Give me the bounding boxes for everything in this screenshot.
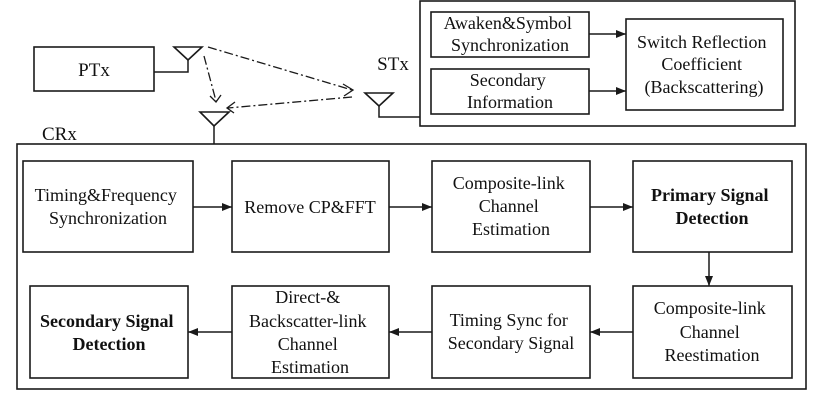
svg-text:Direct-& Backscatter-lin: Direct-& Backscatter-link Channel Estima… (249, 287, 371, 377)
stx-frame (419, 0, 796, 127)
svg-text:Timing&Frequency Synchro: Timing&Frequency Synchronization (35, 185, 182, 228)
direct-backscatter-est-line-2: Backscatter-link (249, 311, 367, 331)
ptx-label: PTx (78, 60, 110, 81)
composite-est-box (431, 160, 591, 253)
crx-block-composite-reest: Composite-link Channel Reestimation (632, 285, 793, 379)
awaken-sync-line-2: Synchronization (451, 35, 569, 55)
composite-est-line-3: Estimation (472, 219, 550, 239)
stx-block-switch-reflection: Switch Reflection Coefficient (Backscatt… (625, 18, 784, 111)
svg-text:Secondary Information: Secondary Information (467, 70, 553, 112)
remove-cp-fft-box (231, 160, 390, 253)
composite-reest-line-2: Channel (680, 322, 740, 342)
timing-freq-sync-box (22, 160, 194, 253)
switch-reflection-line-2: Coefficient (661, 54, 742, 74)
crx-antenna-icon (198, 111, 232, 128)
stx-label: STx (377, 54, 409, 75)
link-ptx-to-crx-arrowhead (209, 94, 222, 104)
stx-antenna-icon (362, 92, 396, 108)
primary-detect-line-2: Detection (676, 208, 749, 228)
crx-block-primary-detect: Primary Signal Detection (632, 160, 793, 253)
direct-backscatter-est-box (231, 285, 390, 379)
timing-sync-secondary-box (431, 285, 591, 379)
crx-block-timing-freq-sync: Timing&Frequency Synchronization (22, 160, 194, 253)
timing-freq-sync-line-2: Synchronization (49, 208, 167, 228)
ptx-antenna-icon (171, 46, 205, 62)
wireless-links (203, 46, 355, 114)
composite-reest-line-3: Reestimation (665, 345, 760, 365)
svg-text:Primary Signal Detection: Primary Signal Detection (651, 185, 773, 228)
direct-backscatter-est-line-1: Direct-& (275, 287, 340, 307)
secondary-info-line-2: Information (467, 92, 553, 112)
direct-backscatter-est-line-4: Estimation (271, 357, 349, 377)
crx-block-secondary-detect: Secondary Signal Detection (29, 285, 189, 379)
ptx-box (33, 46, 155, 92)
svg-text:Switch Reflection Coeffi: Switch Reflection Coefficient (Backscatt… (637, 32, 771, 98)
timing-sync-secondary-line-1: Timing Sync for (450, 310, 568, 330)
link-ptx-to-stx-arrowhead (342, 83, 355, 97)
secondary-detect-line-1: Secondary Signal (40, 311, 174, 331)
primary-detect-line-1: Primary Signal (651, 185, 769, 205)
composite-est-line-2: Channel (479, 196, 539, 216)
timing-freq-sync-line-1: Timing&Frequency (35, 185, 177, 205)
stx-block-awaken-sync: Awaken&Symbol Synchronization (430, 11, 590, 58)
svg-text:Awaken&Symbol Synchroniz: Awaken&Symbol Synchronization (444, 13, 577, 55)
crx-block-timing-sync-secondary: Timing Sync for Secondary Signal (431, 285, 591, 379)
link-ptx-to-stx (207, 46, 353, 91)
ptx-antenna-feed (154, 60, 189, 73)
stx-block-secondary-info: Secondary Information (430, 68, 590, 115)
awaken-sync-line-1: Awaken&Symbol (444, 13, 572, 33)
crx-frame (16, 143, 807, 390)
svg-text:Secondary Signal Detecti: Secondary Signal Detection (40, 311, 178, 354)
switch-reflection-line-1: Switch Reflection (637, 32, 766, 52)
crx-block-direct-backscatter-est: Direct-& Backscatter-link Channel Estima… (231, 285, 390, 379)
stx-antenna-feed (378, 106, 420, 118)
composite-reest-box (632, 285, 793, 379)
secondary-info-line-1: Secondary (470, 70, 546, 90)
ptx-block: PTx (33, 46, 155, 92)
secondary-info-box (430, 68, 590, 115)
svg-text:Remove CP&FFT: Remove CP&FFT (244, 197, 376, 217)
svg-text:Composite-link Channel: Composite-link Channel Reestimation (654, 298, 771, 365)
switch-reflection-box (625, 18, 784, 111)
crx-label: CRx (42, 124, 77, 145)
direct-backscatter-est-line-3: Channel (278, 334, 338, 354)
crx-block-remove-cp-fft: Remove CP&FFT (231, 160, 390, 253)
link-stx-to-crx (227, 96, 353, 109)
svg-text:Timing Sync for Secondar: Timing Sync for Secondary Signal (448, 310, 574, 353)
switch-reflection-line-3: (Backscattering) (645, 77, 764, 98)
link-stx-to-crx-arrowhead (225, 101, 236, 114)
crx-block-composite-est: Composite-link Channel Estimation (431, 160, 591, 253)
svg-text:Composite-link Channel: Composite-link Channel Estimation (453, 173, 570, 239)
composite-est-line-1: Composite-link (453, 173, 565, 193)
link-ptx-to-crx (203, 55, 217, 102)
secondary-detect-line-2: Detection (73, 334, 146, 354)
timing-sync-secondary-line-2: Secondary Signal (448, 333, 574, 353)
secondary-detect-box (29, 285, 189, 379)
primary-detect-box (632, 160, 793, 253)
composite-reest-line-1: Composite-link (654, 298, 766, 318)
remove-cp-fft-line-1: Remove CP&FFT (244, 197, 376, 217)
